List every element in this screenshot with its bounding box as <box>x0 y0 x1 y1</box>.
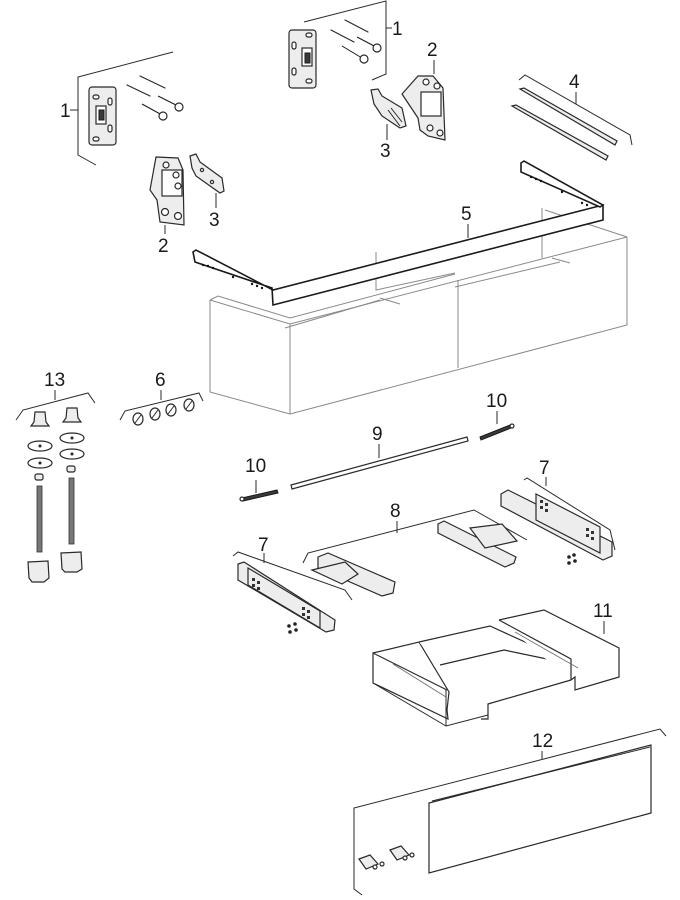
threaded-rod <box>68 477 75 545</box>
part-1-right-wall-bracket-set[interactable] <box>288 0 392 89</box>
foot-base <box>60 551 83 573</box>
part-7-right-bracket-line <box>523 477 616 551</box>
label-part-6: 6 <box>155 370 166 391</box>
label-part-10-left: 10 <box>245 456 266 477</box>
part-10-right-connector[interactable] <box>479 411 515 441</box>
part-4-bracket-line <box>518 74 633 146</box>
wall-plug <box>126 84 151 97</box>
clip <box>189 153 225 194</box>
part-1-right-bracket-line <box>303 0 387 81</box>
wall-plug <box>344 19 369 33</box>
label-part-2-left: 2 <box>158 236 169 257</box>
wall-plug <box>330 29 355 43</box>
nut <box>66 465 76 473</box>
label-part-1-right: 1 <box>392 19 403 40</box>
strip <box>510 104 609 161</box>
screw <box>341 45 363 59</box>
screw <box>157 95 179 107</box>
part-6-bracket-line <box>119 392 204 421</box>
part-11-drawer-box[interactable] <box>372 609 620 727</box>
label-part-3-right: 3 <box>380 141 391 162</box>
part-10-left-connector[interactable] <box>239 480 279 502</box>
label-part-1-left: 1 <box>60 101 71 122</box>
part-7-left-drawer-runner[interactable] <box>232 551 353 634</box>
part-13-adjustable-feet-set[interactable] <box>15 390 96 583</box>
label-part-4: 4 <box>569 72 580 93</box>
strip <box>518 87 618 146</box>
part-6-cover-caps[interactable] <box>119 390 204 426</box>
label-part-12: 12 <box>532 731 553 752</box>
drawer-right-section <box>498 609 620 691</box>
part-7-right-drawer-runner[interactable] <box>500 477 616 565</box>
part-3-left-clip[interactable] <box>189 153 225 208</box>
label-part-11: 11 <box>593 601 613 622</box>
foot-cap <box>29 411 51 427</box>
label-part-8: 8 <box>390 501 401 522</box>
screws <box>287 622 298 634</box>
coupling-right <box>437 520 517 568</box>
part-2-left-hanger-bracket[interactable] <box>149 156 185 234</box>
part-2-right-hanger-bracket[interactable] <box>401 60 446 141</box>
runner-side <box>535 493 601 554</box>
screws <box>567 553 577 565</box>
label-part-2-right: 2 <box>427 40 438 61</box>
connector <box>479 424 512 441</box>
label-part-10-right: 10 <box>486 391 507 412</box>
foot-base <box>27 560 50 583</box>
part-12-bracket-line <box>353 728 667 896</box>
front-fitting-clips <box>358 845 415 870</box>
foot-cap <box>61 407 83 423</box>
part-9-connecting-rod[interactable] <box>290 436 469 490</box>
part-1-left-bracket-line <box>77 51 174 166</box>
part-12-drawer-front[interactable] <box>353 728 667 896</box>
clip <box>370 88 407 129</box>
part-4-seal-strips[interactable] <box>510 74 633 161</box>
threaded-rod <box>36 485 43 553</box>
part-3-right-clip[interactable] <box>370 88 407 140</box>
label-part-5: 5 <box>461 204 472 225</box>
frame-front <box>192 203 604 307</box>
connector <box>241 489 279 502</box>
nut <box>34 473 44 481</box>
vanity-cabinet-body[interactable] <box>209 208 628 415</box>
front-panel <box>428 744 652 874</box>
part-5-top-frame[interactable] <box>192 160 605 307</box>
screw <box>141 103 163 116</box>
frame-side <box>520 160 605 208</box>
label-part-9: 9 <box>372 424 383 445</box>
part-7-left-bracket-line <box>232 551 353 601</box>
part-1-left-wall-bracket-set[interactable] <box>70 51 184 166</box>
label-part-13: 13 <box>44 370 65 391</box>
screw <box>356 36 377 48</box>
label-part-3-left: 3 <box>209 210 220 231</box>
part-8-drawer-couplings[interactable] <box>302 509 528 597</box>
rod <box>290 436 469 490</box>
label-part-7-left: 7 <box>258 535 269 556</box>
label-part-7-right: 7 <box>539 458 550 479</box>
part-13-bracket-line <box>15 392 96 421</box>
wall-plug <box>139 75 166 89</box>
